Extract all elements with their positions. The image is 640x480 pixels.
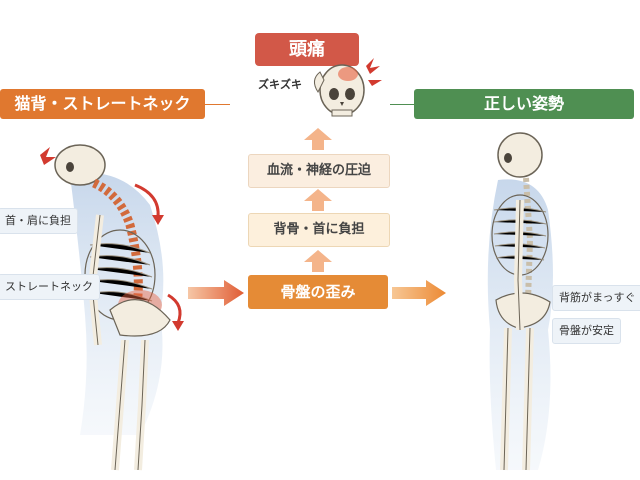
- curved-arrow-upper-icon: [134, 183, 160, 218]
- neck-shoulder-strain-tag: 首・肩に負担: [0, 208, 78, 234]
- flow-step-pelvis: 骨盤の歪み: [248, 275, 388, 309]
- good-posture-header-line: [390, 104, 414, 105]
- straight-neck-tag: ストレートネック: [0, 274, 100, 300]
- headache-label: 頭痛: [255, 33, 359, 66]
- stable-pelvis-tag: 骨盤が安定: [552, 318, 621, 344]
- bad-posture-header: 猫背・ストレートネック: [0, 89, 205, 119]
- arrow-up-1-icon: [304, 128, 332, 150]
- flow-step-circulation: 血流・神経の圧迫: [248, 154, 390, 188]
- arrow-right-left-icon: [188, 280, 244, 306]
- arrow-up-2-icon: [304, 189, 332, 211]
- pain-spark-icon: [366, 58, 382, 86]
- bad-posture-skeleton-illustration: [40, 144, 184, 471]
- bad-posture-header-line: [205, 104, 230, 105]
- arrow-right-right-icon: [392, 280, 446, 306]
- good-posture-header: 正しい姿勢: [414, 89, 634, 119]
- throbbing-label: ズキズキ: [258, 78, 302, 91]
- headache-skull-illustration: [314, 58, 382, 117]
- pain-spark-left-icon: [40, 147, 56, 165]
- curved-arrow-lower-icon: [167, 293, 182, 324]
- straight-spine-tag: 背筋がまっすぐ: [552, 285, 640, 311]
- flow-step-spine-neck: 背骨・首に負担: [248, 213, 390, 247]
- good-posture-skeleton-illustration: [487, 132, 553, 471]
- arrow-up-3-icon: [304, 250, 332, 272]
